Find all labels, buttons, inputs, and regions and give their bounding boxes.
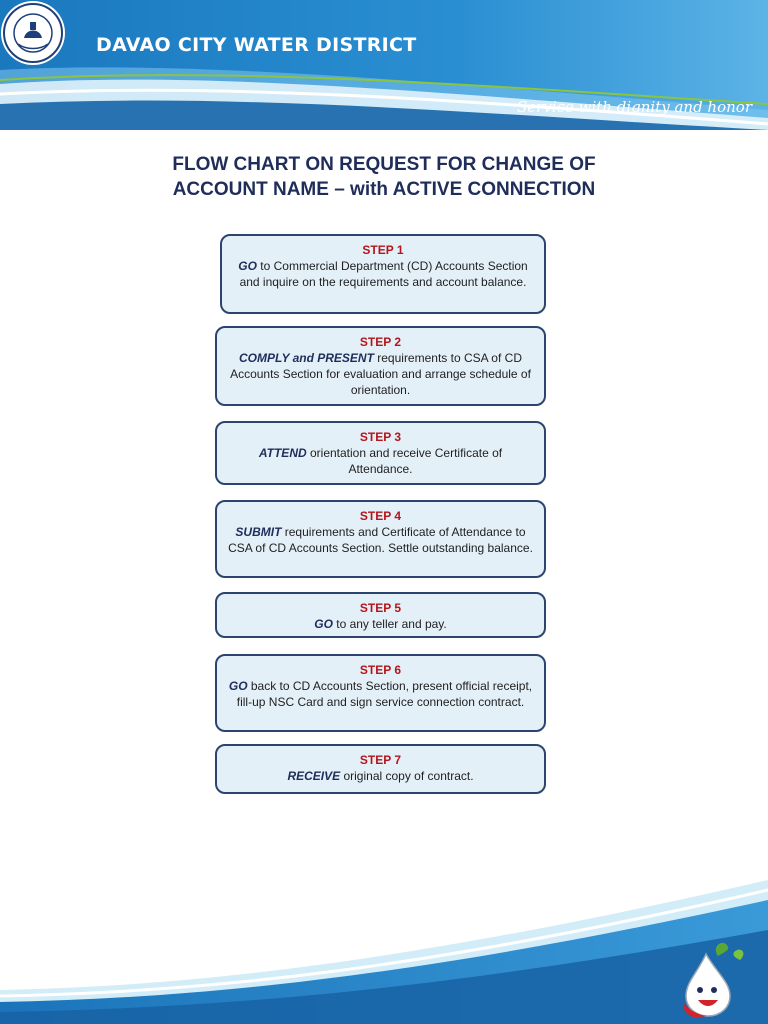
step-verb: ATTEND <box>258 446 307 460</box>
step-box-6: STEP 6 GO back to CD Accounts Section, p… <box>215 654 546 732</box>
step-box-1: STEP 1 GO to Commercial Department (CD) … <box>220 234 546 314</box>
water-drop-mascot-icon <box>683 942 744 1018</box>
step-verb: RECEIVE <box>287 769 341 783</box>
step-verb: SUBMIT <box>235 525 282 539</box>
step-box-3: STEP 3 ATTEND orientation and receive Ce… <box>215 421 546 485</box>
step-verb: GO <box>228 679 248 693</box>
title-line-2: ACCOUNT NAME – with ACTIVE CONNECTION <box>172 179 596 200</box>
step-text: requirements and Certificate of Attendan… <box>228 525 533 555</box>
step-box-2: STEP 2 COMPLY and PRESENT requirements t… <box>215 326 546 406</box>
step-label: STEP 7 <box>359 753 402 767</box>
footer-wave-graphic <box>0 860 768 1024</box>
step-text: original copy of contract. <box>340 769 474 783</box>
header-wave-graphic <box>0 0 768 130</box>
step-label: STEP 1 <box>362 243 404 257</box>
step-label: STEP 6 <box>359 663 402 677</box>
step-text: to any teller and pay. <box>332 617 447 631</box>
dcwd-seal-logo <box>1 1 65 65</box>
step-label: STEP 3 <box>359 430 402 444</box>
step-verb: GO <box>238 259 257 273</box>
step-text: requirements to CSA of CD Accounts Secti… <box>230 351 531 397</box>
step-verb: GO <box>314 617 333 631</box>
step-text: back to CD Accounts Section, present off… <box>236 679 533 709</box>
step-label: STEP 4 <box>359 509 402 523</box>
tagline: Service with dignity and honor <box>517 98 752 116</box>
header-banner: DAVAO CITY WATER DISTRICT Service with d… <box>0 0 768 130</box>
step-text: orientation and receive Certificate of A… <box>306 446 503 476</box>
step-text: to Commercial Department (CD) Accounts S… <box>239 259 528 289</box>
step-box-5: STEP 5 GO to any teller and pay. <box>215 592 546 638</box>
step-label: STEP 5 <box>359 601 402 615</box>
step-box-4: STEP 4 SUBMIT requirements and Certifica… <box>215 500 546 578</box>
step-label: STEP 2 <box>359 335 402 349</box>
page-title: FLOW CHART ON REQUEST FOR CHANGE OF ACCO… <box>0 152 768 202</box>
title-line-1: FLOW CHART ON REQUEST FOR CHANGE OF <box>172 154 596 175</box>
step-box-7: STEP 7 RECEIVE original copy of contract… <box>215 744 546 794</box>
step-verb: COMPLY and PRESENT <box>239 351 374 365</box>
organization-name: DAVAO CITY WATER DISTRICT <box>96 34 417 56</box>
